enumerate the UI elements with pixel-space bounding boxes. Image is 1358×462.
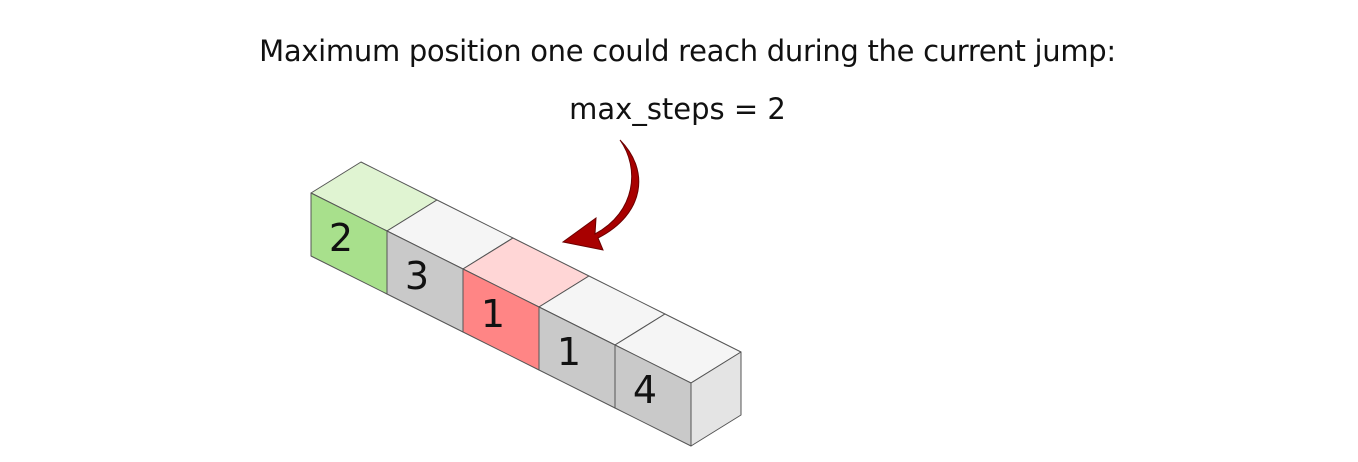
diagram-title: Maximum position one could reach during …	[259, 34, 1116, 68]
pointer-arrow-shape	[561, 139, 640, 251]
cube-normal: 4	[614, 313, 742, 447]
cube-value-label: 1	[557, 330, 581, 374]
max-steps-label: max_steps = 2	[569, 92, 786, 126]
cube-value-label: 1	[481, 292, 505, 336]
cube-array: 2 3 1 1 4	[310, 161, 742, 447]
cube-value-label: 2	[329, 216, 353, 260]
pointer-arrow-icon	[561, 139, 640, 251]
cube-value-label: 3	[405, 254, 429, 298]
cube-value-label: 4	[633, 368, 657, 412]
cube-front-face	[614, 344, 692, 447]
